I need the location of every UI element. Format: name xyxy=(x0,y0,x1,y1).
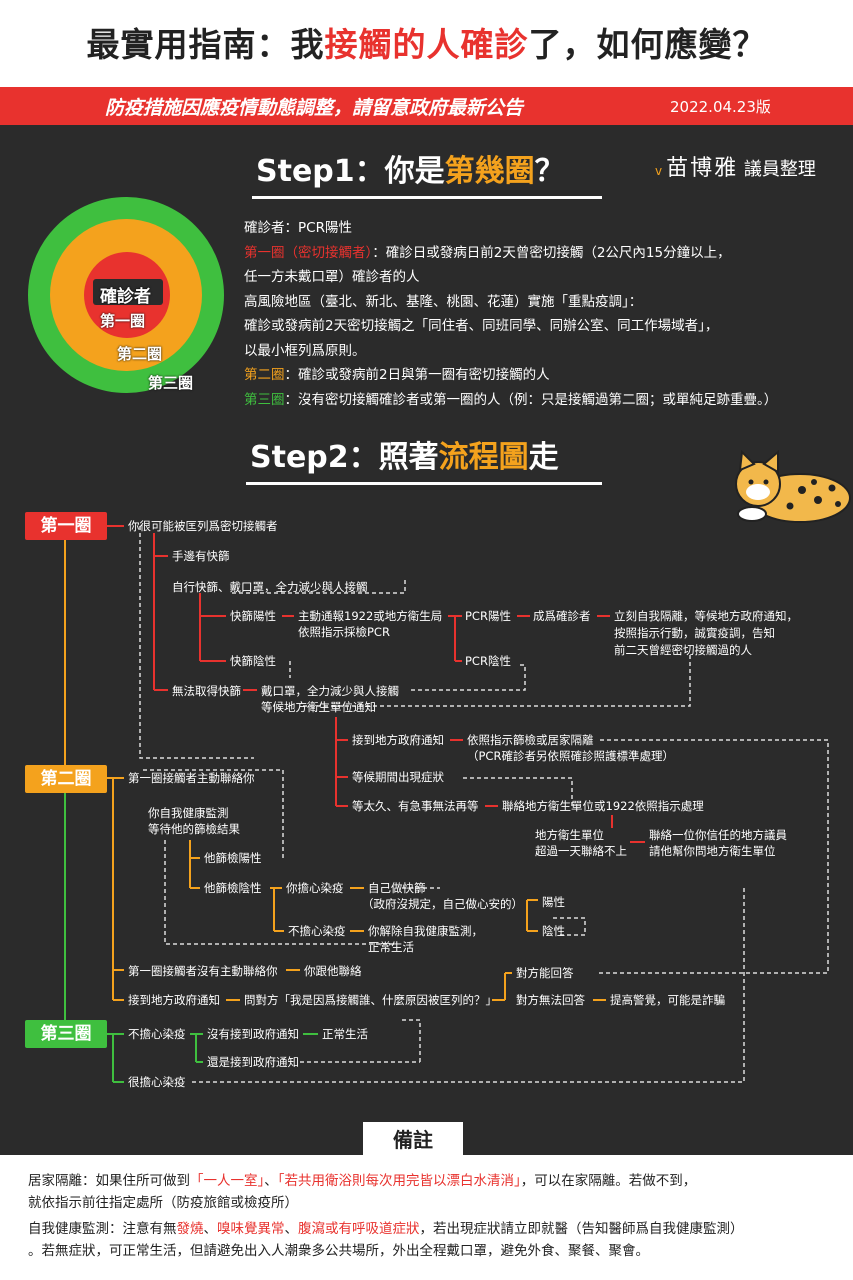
version-date: 2022.04.23版 xyxy=(670,98,771,116)
flow-tag-ring2: 第二圈 xyxy=(25,765,107,793)
flow-n8c: 前二天曾經密切接觸過的人 xyxy=(614,643,752,657)
flow-n12b: 等候地方衛生單位通知 xyxy=(261,700,376,714)
flow-m10a: 你解除自我健康監測， xyxy=(368,924,483,938)
flow-n14a: 依照指示篩檢或居家隔離 xyxy=(467,733,594,747)
center-label-box xyxy=(93,279,163,305)
def-ring2: 第二圈：確診或發病前2日與第一圈有密切接觸的人 xyxy=(244,367,550,383)
flow-m5: 你擔心染疫 xyxy=(286,881,344,895)
flow-n4: 快篩陽性 xyxy=(230,609,276,623)
def-ring1-cont: 任一方未戴口罩）確診者的人 xyxy=(244,269,420,285)
page-title: 最實用指南：我接觸的人確診了，如何應變？ xyxy=(86,25,767,64)
notes-panel: 居家隔離：如果住所可做到「一人一室」、「若共用衛浴則每次用完皆以漂白水清消」，可… xyxy=(0,1155,853,1280)
flow-m16: 對方無法回答 xyxy=(516,993,585,1007)
flow-m7: 陽性 xyxy=(542,895,565,909)
flow-n15: 等候期間出現症狀 xyxy=(352,770,444,784)
flow-n11: 無法取得快篩 xyxy=(172,684,241,698)
flow-n18a: 地方衛生單位 xyxy=(535,828,604,842)
ring2-label: 第二圈 xyxy=(117,345,163,363)
step2-title: Step2：照著流程圖走 xyxy=(250,440,559,475)
note-self-monitoring-cont: 。若無症狀，可正常生活，但請避免出入人潮衆多公共場所，外出全程戴口罩，避免外食、… xyxy=(28,1243,649,1259)
def-ring1: 第一圈（密切接觸者）：確診日或發病日前2天曾密切接觸（2公尺內15分鐘以上， xyxy=(244,244,731,261)
flow-k3: 正常生活 xyxy=(322,1027,368,1041)
flow-m12: 你跟他聯絡 xyxy=(304,964,362,978)
center-label: 確診者 xyxy=(100,287,151,307)
flow-n14b: （PCR確診者另依照確診照護標準處理） xyxy=(467,749,674,763)
def-high-risk-cont: 確診或發病前2天密切接觸之「同住者、同班同學、同辦公室、同工作場域者」， xyxy=(244,318,719,334)
flow-n8a: 立刻自我隔離，等候地方政府通知， xyxy=(614,609,798,623)
flow-m2a: 你自我健康監測 xyxy=(148,806,229,820)
note-home-quarantine: 居家隔離：如果住所可做到「一人一室」、「若共用衛浴則每次用完皆以漂白水清消」，可… xyxy=(28,1173,697,1189)
header: 最實用指南：我接觸的人確診了，如何應變？ xyxy=(0,0,853,87)
flow-m15: 對方能回答 xyxy=(516,966,574,980)
ring3-label: 第三圈 xyxy=(148,374,194,392)
flow-k2: 沒有接到政府通知 xyxy=(207,1027,299,1041)
flow-n6: PCR陽性 xyxy=(465,609,511,623)
flow-k4: 還是接到政府通知 xyxy=(207,1055,299,1069)
flow-m13: 接到地方政府通知 xyxy=(128,993,220,1007)
notes-title: 備註 xyxy=(363,1122,463,1158)
flow-m9: 不擔心染疫 xyxy=(288,924,346,938)
notice-band: 防疫措施因應疫情動態調整，請留意政府最新公告 2022.04.23版 xyxy=(0,87,853,125)
definitions: 確診者：PCR陽性 第一圈（密切接觸者）：確診日或發病日前2天曾密切接觸（2公尺… xyxy=(244,216,777,412)
flow-n9: 快篩陰性 xyxy=(230,654,276,668)
flow-m11: 第一圈接觸者沒有主動聯絡你 xyxy=(128,964,278,978)
flow-m4: 他篩檢陰性 xyxy=(204,881,262,895)
def-principle: 以最小框列爲原則。 xyxy=(244,342,366,359)
flow-m10b: 正常生活 xyxy=(368,940,414,954)
flow-n19a: 聯絡一位你信任的地方議員 xyxy=(649,828,787,842)
def-ring3: 第三圈：沒有密切接觸確診者或第一圈的人（例：只是接觸過第二圈；或單純足跡重疊。） xyxy=(244,391,778,408)
flow-n13: 接到地方政府通知 xyxy=(352,733,444,747)
flow-m17: 提高警覺，可能是詐騙 xyxy=(610,993,725,1007)
flow-n18b: 超過一天聯絡不上 xyxy=(535,844,627,858)
step2-underline xyxy=(246,482,602,485)
flow-n5a: 主動通報1922或地方衛生局 xyxy=(298,609,443,623)
flow-n7: 成爲確診者 xyxy=(533,609,591,623)
leopard-cat-icon xyxy=(735,449,851,523)
flow-m6a: 自己做快篩 xyxy=(368,881,426,895)
def-confirmed: 確診者：PCR陽性 xyxy=(244,220,352,236)
flow-k5: 很擔心染疫 xyxy=(128,1075,186,1089)
flow-m6b: （政府沒規定，自己做心安的） xyxy=(362,897,523,911)
flow-m14: 問對方「我是因爲接觸誰、什麼原因被匡列的？」 xyxy=(244,993,497,1007)
flow-n19b: 請他幫你問地方衛生單位 xyxy=(649,844,776,858)
flow-n10: PCR陰性 xyxy=(465,654,511,668)
flow-n5b: 依照指示採檢PCR xyxy=(298,625,390,639)
note-home-quarantine-cont: 就依指示前往指定處所（防疫旅館或檢疫所） xyxy=(28,1195,298,1211)
flow-m3: 他篩檢陽性 xyxy=(204,851,262,865)
step1-title: Step1：你是第幾圈？ xyxy=(256,154,565,189)
flow-n17: 聯絡地方衛生單位或1922依照指示處理 xyxy=(502,799,704,813)
flow-m8: 陰性 xyxy=(542,924,565,938)
flow-n3: 自行快篩、戴口罩，全力減少與人接觸 xyxy=(172,580,368,594)
flow-m1: 第一圈接觸者主動聯絡你 xyxy=(128,771,255,785)
ring1-label: 第一圈 xyxy=(100,312,146,330)
flow-n2: 手邊有快篩 xyxy=(172,549,230,563)
flow-tag-ring1: 第一圈 xyxy=(25,512,107,540)
flow-n1: 你很可能被匡列爲密切接觸者 xyxy=(128,519,278,533)
def-high-risk: 高風險地區（臺北、新北、基隆、桃園、花蓮）實施「重點疫調」： xyxy=(244,293,643,310)
flow-k1: 不擔心染疫 xyxy=(128,1027,186,1041)
note-self-monitoring: 自我健康監測：注意有無發燒、嗅味覺異常、腹瀉或有呼吸道症狀，若出現症狀請立即就醫… xyxy=(28,1221,744,1237)
flow-tag-ring3: 第三圈 xyxy=(25,1020,107,1048)
notice-text: 防疫措施因應疫情動態調整，請留意政府最新公告 xyxy=(105,97,524,119)
step1-underline xyxy=(252,196,602,199)
flow-n8b: 按照指示行動，誠實疫調，告知 xyxy=(614,626,775,640)
flow-n12a: 戴口罩，全力減少與人接觸 xyxy=(261,684,399,698)
flow-m2b: 等待他的篩檢結果 xyxy=(148,822,240,836)
flow-n16: 等太久、有急事無法再等 xyxy=(352,799,479,813)
